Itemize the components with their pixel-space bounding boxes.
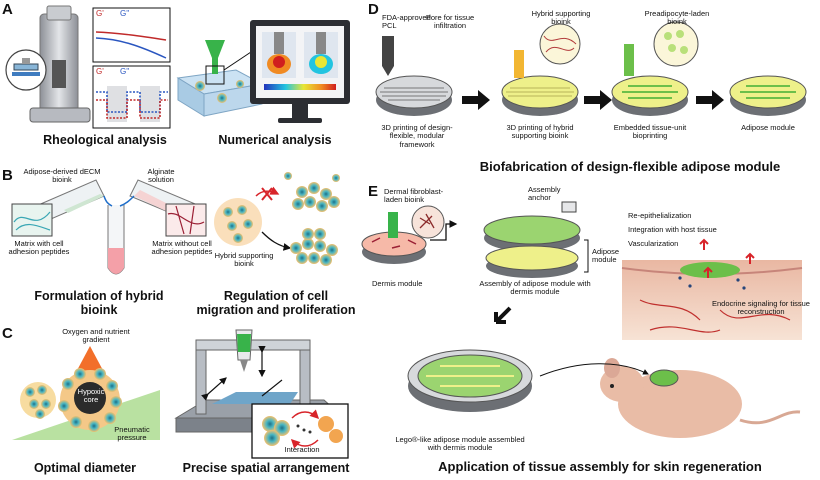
dermis-module-label: Dermis module <box>372 279 423 288</box>
re-epithelialization-label: Re-epithelialization <box>628 211 692 220</box>
arrow-e1 <box>430 220 458 241</box>
rheometer-illustration <box>29 5 91 123</box>
mixing-tube <box>103 195 135 275</box>
simulation-monitor <box>250 20 350 123</box>
regulation-title: Regulation of cell migration and prolife… <box>196 289 356 317</box>
preadipocyte-label: Preadipocyte-laden bioink <box>644 9 710 27</box>
matrix-without-peptides-label: Matrix without cell adhesion peptides <box>151 239 213 257</box>
integration-label: Integration with host tissue <box>628 225 717 234</box>
modulus-plot-bottom <box>92 65 171 129</box>
rheometer-plate-zoom <box>5 49 47 91</box>
lego-module <box>407 349 533 412</box>
legend-g-double-prime-top: G'' <box>120 9 130 18</box>
adipose-module-label: Adipose module <box>592 247 620 265</box>
panel-letter-b: B <box>2 167 13 184</box>
pcl-label: FDA-approved PCL <box>382 13 431 31</box>
arrow-d1 <box>462 90 490 110</box>
matrix-with-peptides-box <box>11 203 53 237</box>
lego-module-label: Lego®-like adipose module assembled with… <box>395 435 525 453</box>
panel-letter-c: C <box>2 325 13 342</box>
red-up-arrows <box>699 238 755 278</box>
hybrid-bioink-label-b: Hybrid supporting bioink <box>214 251 274 269</box>
framework-printing <box>375 36 453 116</box>
vascularization-label: Vascularization <box>628 239 679 248</box>
panel-letter-a: A <box>2 1 13 18</box>
matrix-without-peptides-box <box>165 203 207 237</box>
arrow-d3 <box>696 90 724 110</box>
legend-g-prime-top: G' <box>96 9 104 18</box>
hybrid-bioink-printing <box>501 23 581 116</box>
adipose-module <box>729 75 807 116</box>
oxygen-gradient-label: Oxygen and nutrient gradient <box>62 327 130 345</box>
step4-label: Adipose module <box>741 123 795 132</box>
pore-label: Pore for tissue infiltration <box>425 13 475 31</box>
mouse-illustration <box>539 358 801 438</box>
alginate-label: Alginate solution <box>147 167 175 185</box>
step1-label: 3D printing of design-flexible, modular … <box>381 123 453 149</box>
fibroblast-label: Dermal fibroblast-laden bioink <box>384 187 444 205</box>
spatial-arrangement-title: Precise spatial arrangement <box>182 461 350 475</box>
endocrine-label: Endocrine signaling for tissue reconstru… <box>712 299 810 317</box>
panel-letter-e: E <box>368 183 379 200</box>
down-arrow-e <box>494 306 512 324</box>
bioprinter-illustration <box>174 329 349 459</box>
rheological-analysis-title: Rheological analysis <box>43 133 167 147</box>
formulation-title: Formulation of hybrid bioink <box>34 289 164 317</box>
assembly-anchor-label: Assembly anchor <box>528 185 561 203</box>
spheroid-illustration <box>12 346 160 440</box>
interaction-label: Interaction <box>284 445 320 454</box>
numerical-analysis-title: Numerical analysis <box>218 133 332 147</box>
skin-wound-illustration <box>621 260 803 340</box>
proliferation-cluster-top <box>284 172 340 212</box>
modulus-plot-top <box>92 7 171 63</box>
matrix-with-peptides-label: Matrix with cell adhesion peptides <box>8 239 70 257</box>
cell-migration-illustration <box>214 172 340 266</box>
tissue-assembly-title: Application of tissue assembly for skin … <box>438 459 762 474</box>
legend-g-double-prime-bottom: G'' <box>120 67 130 76</box>
hybrid-bioink-label-d: Hybrid supporting bioink <box>531 9 591 27</box>
step2-label: 3D printing of hybrid supporting bioink <box>506 123 574 141</box>
legend-g-prime-bottom: G' <box>96 67 104 76</box>
dermis-module <box>361 205 445 264</box>
pneumatic-pressure-label: Pneumatic pressure <box>114 425 150 443</box>
step3-label: Embedded tissue-unit bioprinting <box>613 123 687 141</box>
panel-letter-d: D <box>368 1 379 18</box>
optimal-diameter-title: Optimal diameter <box>33 461 137 475</box>
proliferation-cluster-bottom <box>290 228 338 266</box>
arrow-d2 <box>584 90 612 110</box>
assembly-label: Assembly of adipose module with dermis m… <box>479 279 591 297</box>
biofabrication-title: Biofabrication of design-flexible adipos… <box>479 159 781 174</box>
embedded-bioprinting <box>611 21 699 116</box>
module-assembly <box>483 201 589 278</box>
printhead-simulation-illustration <box>176 40 264 117</box>
hypoxic-core-label: Hypoxic core <box>77 387 105 405</box>
dECM-bioink-label: Adipose-derived dECM bioink <box>23 167 101 185</box>
